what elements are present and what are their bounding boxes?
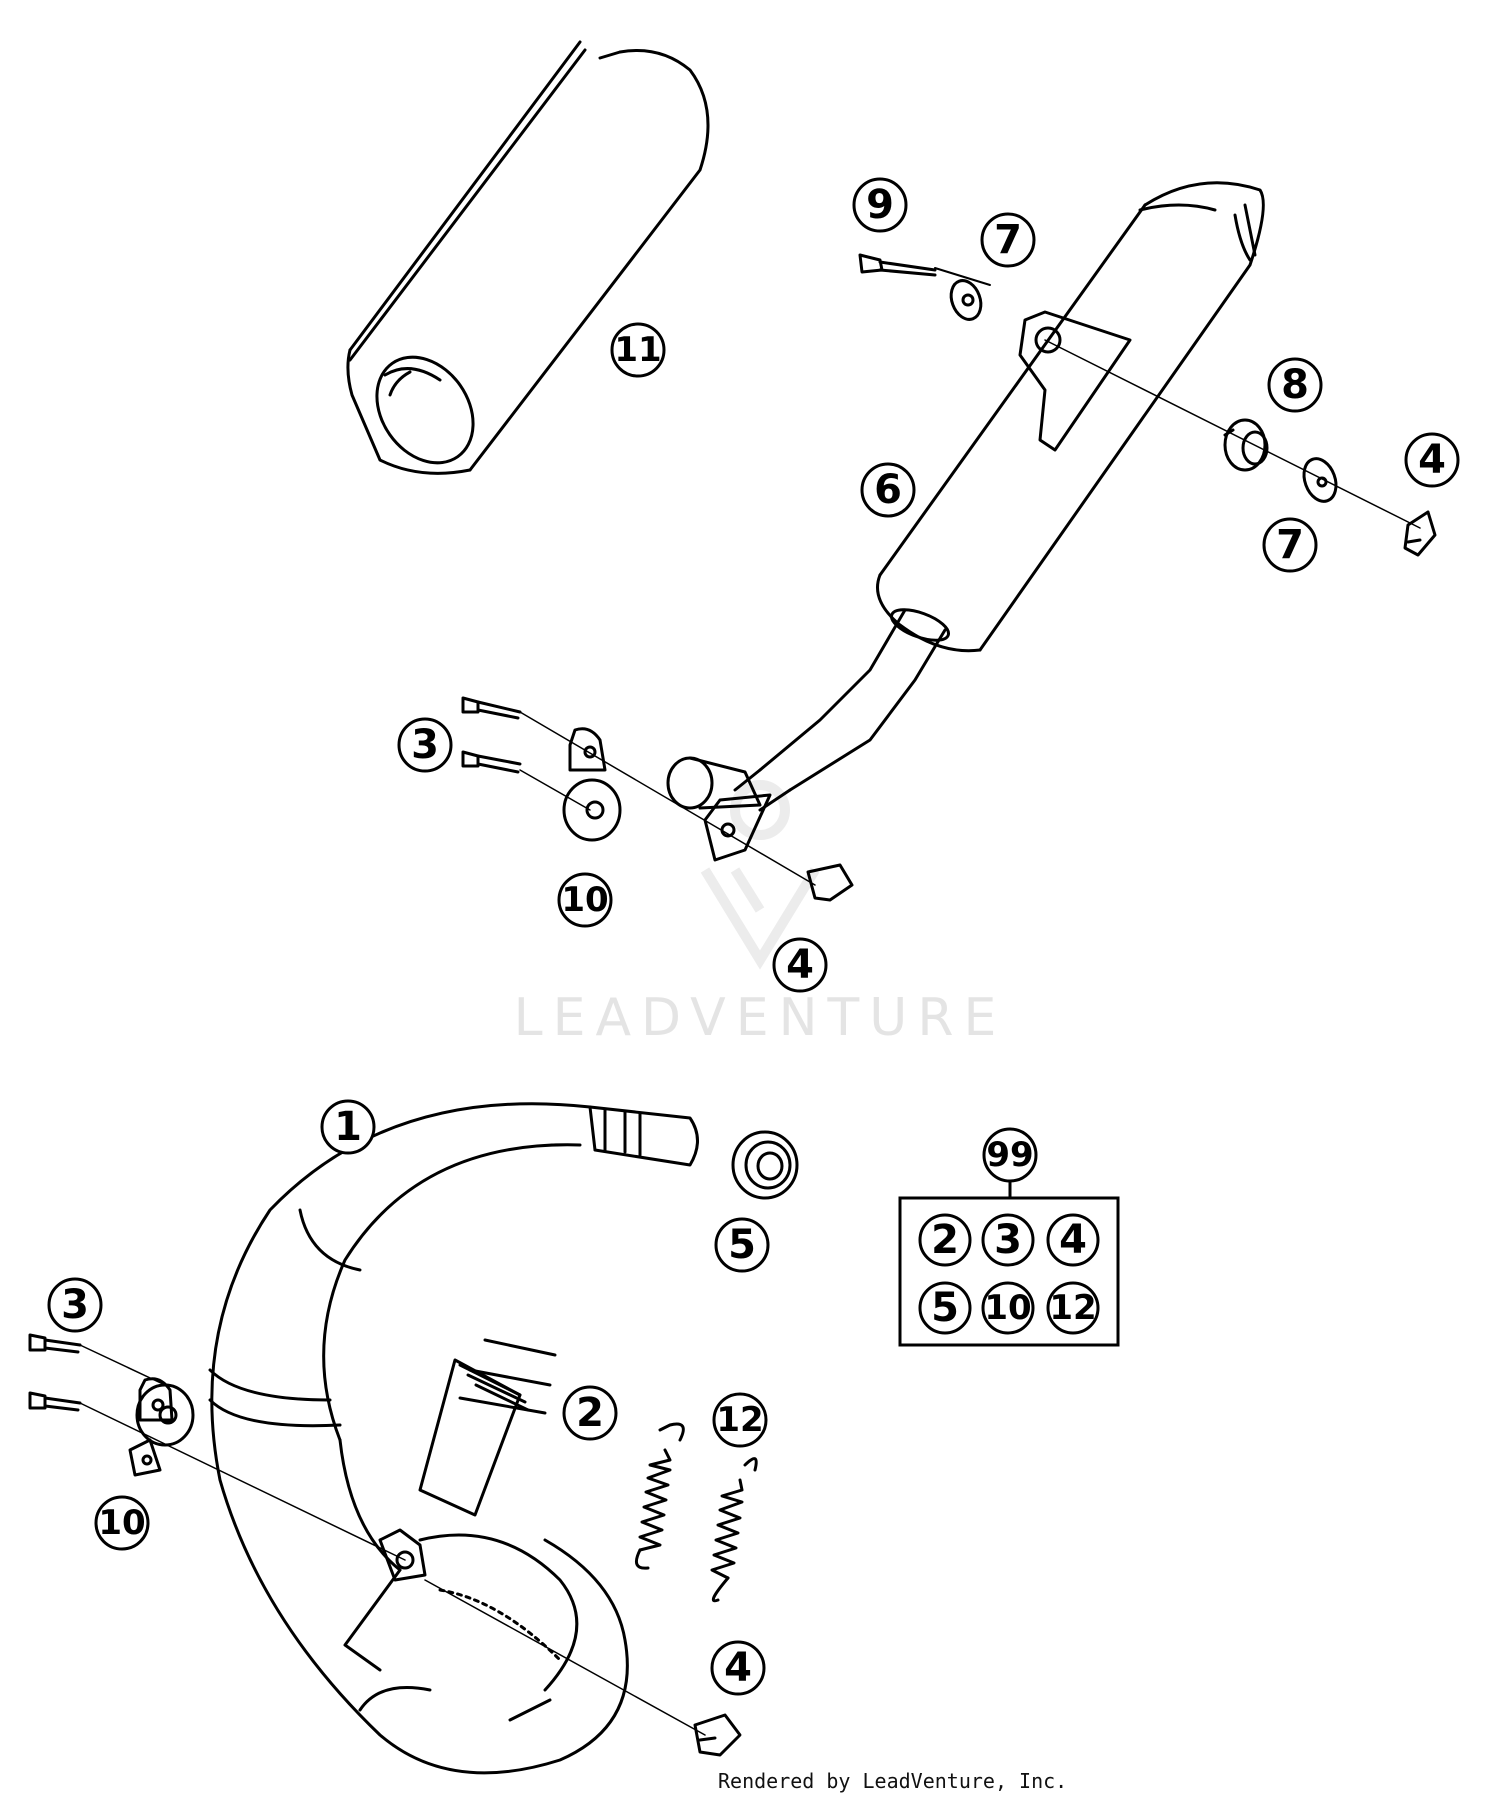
watermark: LEADVENTURE xyxy=(514,780,1007,1048)
clip-nut-part xyxy=(693,1713,742,1757)
svg-text:3: 3 xyxy=(61,1282,89,1328)
callout-1: 1 xyxy=(320,1099,376,1155)
svg-text:9: 9 xyxy=(866,182,894,228)
svg-text:3: 3 xyxy=(411,722,439,768)
callout-4: 4 xyxy=(1404,432,1460,488)
svg-text:7: 7 xyxy=(1276,522,1304,568)
svg-text:10: 10 xyxy=(98,1503,145,1543)
callout-2: 2 xyxy=(562,1385,618,1441)
exhaust-spring-part xyxy=(710,1457,758,1603)
svg-text:2: 2 xyxy=(576,1390,604,1436)
kit-box: 99 2 3 4 5 10 12 xyxy=(898,1127,1120,1347)
bolt-part xyxy=(28,1333,82,1354)
callout-4: 4 xyxy=(772,937,828,993)
svg-text:12: 12 xyxy=(1049,1288,1096,1328)
silencer-part xyxy=(666,181,1265,862)
rubber-grommet-part xyxy=(1223,418,1269,472)
washer-part xyxy=(949,279,983,321)
kit-item: 3 xyxy=(981,1213,1035,1267)
svg-text:4: 4 xyxy=(1059,1217,1087,1263)
callout-4: 4 xyxy=(710,1640,766,1696)
callout-7: 7 xyxy=(1262,517,1318,573)
exhaust-pipe-part xyxy=(208,1102,699,1775)
svg-text:10: 10 xyxy=(561,880,608,920)
pipe-mount-bracket-part xyxy=(562,727,622,842)
svg-text:10: 10 xyxy=(984,1288,1031,1328)
packing-sleeve-part xyxy=(346,40,710,475)
exhaust-seal-part xyxy=(731,1130,799,1200)
svg-text:5: 5 xyxy=(728,1222,756,1268)
kit-item: 2 xyxy=(918,1213,972,1267)
footer-credit: Rendered by LeadVenture, Inc. xyxy=(718,1769,1067,1793)
o-ring-part xyxy=(458,1338,557,1415)
callout-3: 3 xyxy=(47,1277,103,1333)
svg-text:7: 7 xyxy=(994,217,1022,263)
callout-10: 10 xyxy=(557,872,613,928)
bolt-part xyxy=(858,253,991,286)
assembly-axis-line xyxy=(1044,339,1421,529)
callout-5: 5 xyxy=(714,1217,770,1273)
callout-7: 7 xyxy=(980,212,1036,268)
svg-text:11: 11 xyxy=(614,330,661,370)
bolt-part xyxy=(461,750,522,774)
callout-11: 11 xyxy=(610,322,666,378)
svg-text:1: 1 xyxy=(334,1104,362,1150)
clip-nut-part xyxy=(806,863,854,902)
svg-text:2: 2 xyxy=(931,1217,959,1263)
callout-8: 8 xyxy=(1267,357,1323,413)
bolt-part xyxy=(461,696,522,720)
callout-10: 10 xyxy=(94,1495,150,1551)
kit-item: 5 xyxy=(918,1281,972,1335)
svg-text:4: 4 xyxy=(1418,437,1446,483)
callout-9: 9 xyxy=(852,177,908,233)
pipe-mount-bracket-part xyxy=(128,1377,195,1477)
kit-item: 4 xyxy=(1046,1213,1100,1267)
kit-item: 10 xyxy=(981,1281,1035,1335)
svg-text:12: 12 xyxy=(716,1400,763,1440)
callout-6: 6 xyxy=(860,462,916,518)
svg-text:8: 8 xyxy=(1281,362,1309,408)
svg-text:4: 4 xyxy=(786,942,814,988)
assembly-axis-line xyxy=(79,1402,406,1561)
washer-part xyxy=(1302,457,1338,503)
bolt-part xyxy=(28,1391,82,1412)
kit-item: 12 xyxy=(1046,1281,1100,1335)
svg-text:4: 4 xyxy=(724,1645,752,1691)
svg-text:6: 6 xyxy=(874,467,902,513)
callout-3: 3 xyxy=(397,717,453,773)
exhaust-spring-part xyxy=(634,1422,685,1570)
assembly-axis-line xyxy=(424,1579,706,1736)
watermark-text: LEADVENTURE xyxy=(514,988,1007,1048)
callout-12: 12 xyxy=(712,1392,768,1448)
clip-nut-part xyxy=(1403,510,1437,557)
svg-text:5: 5 xyxy=(931,1285,959,1331)
watermark-logo xyxy=(700,780,820,970)
kit-label: 99 xyxy=(986,1135,1033,1175)
assembly-axis-line xyxy=(519,769,591,811)
assembly-axis-line xyxy=(519,711,816,886)
assembly-axis-line xyxy=(79,1344,166,1386)
svg-text:3: 3 xyxy=(994,1217,1022,1263)
